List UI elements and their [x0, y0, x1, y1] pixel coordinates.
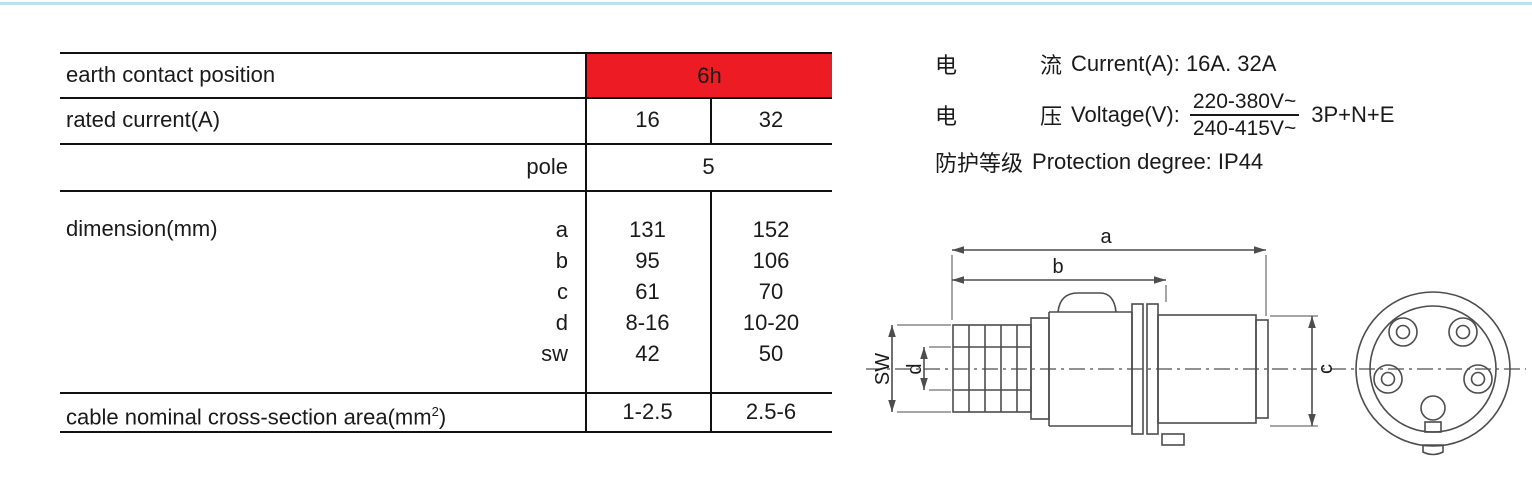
rated-current-16: 16: [635, 107, 660, 132]
dim-key-sw: sw: [541, 340, 568, 366]
earth-contact-position-text: 6h: [697, 62, 722, 88]
voltage-fraction: 220-380V~ 240-415V~: [1189, 90, 1300, 140]
cable-area-label-pre: cable nominal cross-section area(mm: [66, 404, 432, 430]
dim-b-32: 106: [752, 247, 790, 273]
plug-front-view: [1355, 291, 1511, 456]
dimension-b: b: [952, 256, 1167, 302]
dim-label-a: a: [1100, 226, 1112, 248]
cable-area-label: cable nominal cross-section area(mm2): [66, 392, 446, 431]
dim-c-32: 70: [758, 278, 784, 304]
dim-sw-16: 42: [635, 340, 660, 366]
pin-contact: [1388, 317, 1418, 347]
pin-contact: [1463, 364, 1493, 394]
voltage-range-top: 220-380V~: [1189, 90, 1300, 116]
carrier-face: [1255, 319, 1269, 419]
protection-text: Protection degree: IP44: [1032, 149, 1264, 174]
protection-spec-line: 防护等级 Protection degree: IP44: [935, 146, 1394, 178]
dimension-values-32a: 152 106 70 10-20 50: [710, 190, 832, 392]
top-divider: [0, 2, 1532, 5]
pin-contact: [1448, 317, 1478, 347]
earth-contact-position-value: 6h: [587, 54, 832, 97]
cable-area-sup: 2: [431, 404, 439, 419]
rated-current-label: rated current(A): [66, 107, 221, 132]
pole-config: 3P+N+E: [1311, 102, 1395, 127]
earth-pin-contact: [1420, 395, 1446, 421]
bottom-tab: [1161, 433, 1185, 446]
dim-key-b: b: [555, 247, 568, 273]
voltage-range-bottom: 240-415V~: [1192, 117, 1297, 140]
dim-a-16: 131: [629, 216, 666, 242]
dim-label-d: d: [904, 363, 926, 374]
current-spec-line: 电 流 Current(A): 16A. 32A: [935, 46, 1394, 82]
dim-d-16: 8-16: [625, 309, 670, 335]
dim-key-a: a: [555, 216, 568, 242]
key-tab: [1424, 421, 1442, 433]
plug-side-view: [952, 292, 1269, 446]
current-zh-2: 流: [1040, 53, 1063, 78]
voltage-zh-1: 电: [935, 104, 958, 129]
dim-d-32: 10-20: [742, 309, 800, 335]
table-rule: [60, 190, 832, 192]
outer-key-tab: [1422, 444, 1444, 456]
pin-contact: [1373, 364, 1403, 394]
locking-ring: [1131, 303, 1144, 435]
dimension-c: c: [1270, 315, 1337, 427]
dimension-d: d: [904, 346, 951, 391]
voltage-spec-line: 电 压 Voltage(V): 220-380V~ 240-415V~ 3P+N…: [935, 90, 1394, 140]
protection-zh: 防护等级: [935, 151, 1024, 176]
cable-area-16: 1-2.5: [622, 399, 673, 424]
dim-b-16: 95: [635, 247, 660, 273]
plug-body: [1048, 292, 1133, 427]
technical-drawing: a b SW d c: [866, 226, 1526, 456]
pole-label: pole: [526, 154, 568, 179]
table-rule: [60, 431, 832, 433]
front-outer-ring: [1355, 291, 1511, 447]
table-rule: [710, 97, 712, 143]
dim-label-c: c: [1315, 364, 1337, 374]
current-text: Current(A): 16A. 32A: [1071, 51, 1277, 76]
table-rule: [585, 52, 587, 433]
table-rule: [60, 97, 832, 99]
table-rule: [60, 52, 832, 54]
dim-c-16: 61: [635, 278, 660, 304]
cable-area-label-post: ): [438, 404, 447, 430]
dim-key-c: c: [557, 278, 568, 304]
earth-contact-position-label: earth contact position: [66, 62, 276, 87]
cable-area-32: 2.5-6: [745, 399, 797, 424]
dimension-label: dimension(mm): [66, 216, 218, 241]
dimension-sw: SW: [872, 324, 951, 413]
dim-key-d: d: [555, 309, 568, 335]
dim-label-b: b: [1052, 256, 1063, 278]
voltage-text: Voltage(V):: [1071, 102, 1180, 127]
dimension-keys: a b c d sw: [60, 190, 568, 392]
table-rule: [710, 190, 712, 433]
table-rule: [60, 143, 832, 145]
voltage-zh-2: 压: [1040, 104, 1063, 129]
rated-current-32: 32: [758, 107, 784, 132]
table-rule: [60, 392, 832, 394]
pole-value: 5: [702, 154, 715, 179]
dim-sw-32: 50: [758, 340, 784, 366]
dimension-values-16a: 131 95 61 8-16 42: [585, 190, 710, 392]
current-zh-1: 电: [935, 53, 958, 78]
spec-table: earth contact position 6h rated current(…: [60, 52, 832, 433]
dim-a-32: 152: [752, 216, 790, 242]
dim-label-sw: SW: [872, 353, 894, 385]
spec-text-block: 电 流 Current(A): 16A. 32A 电 压 Voltage(V):…: [935, 46, 1394, 178]
dimension-a: a: [951, 226, 1267, 320]
